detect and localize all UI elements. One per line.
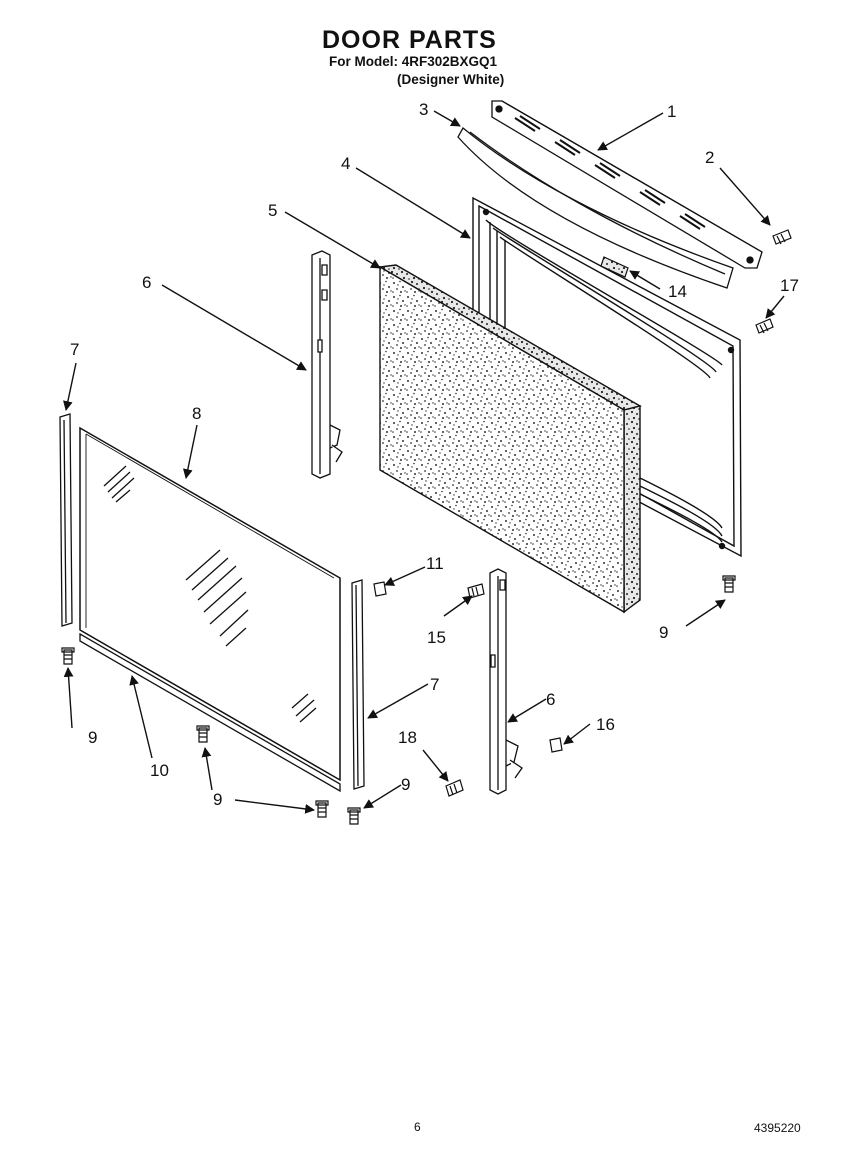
page-number: 6 — [414, 1120, 421, 1134]
document-number: 4395220 — [754, 1121, 801, 1135]
callout-11: 11 — [426, 554, 444, 573]
clip-part-11 — [373, 581, 387, 597]
callout-10: 10 — [150, 761, 169, 780]
screw-part-15 — [467, 583, 485, 599]
model-line: For Model: 4RF302BXGQ1 — [329, 54, 498, 69]
callout-18: 18 — [398, 728, 417, 747]
label-part-14 — [600, 256, 629, 278]
screw-part-17 — [755, 318, 774, 334]
callout-9-lower-right: 9 — [401, 775, 410, 794]
callout-9-left: 9 — [88, 728, 97, 747]
screw-part-2 — [772, 229, 792, 245]
callout-2: 2 — [705, 148, 714, 167]
vent-trim-part — [491, 100, 763, 269]
color-line: (Designer White) — [397, 72, 505, 87]
callout-3: 3 — [419, 100, 428, 119]
callout-9-right: 9 — [659, 623, 668, 642]
bottom-trim-part — [79, 632, 341, 793]
callout-7-left: 7 — [70, 340, 79, 359]
insulation-part — [377, 264, 642, 614]
callout-9-bottom: 9 — [213, 790, 222, 809]
clip-part-16 — [549, 737, 563, 753]
callout-6-upper: 6 — [142, 273, 151, 292]
door-handle-part — [457, 127, 734, 289]
callout-6-lower: 6 — [546, 690, 555, 709]
callout-5: 5 — [268, 201, 277, 220]
leader-lines — [63, 110, 785, 814]
callout-14: 14 — [668, 282, 687, 301]
glass-retainer-left-part — [59, 413, 73, 627]
callout-1: 1 — [667, 102, 676, 121]
page-title: DOOR PARTS — [322, 26, 497, 54]
screw-part-9 — [61, 575, 736, 825]
callout-15: 15 — [427, 628, 446, 647]
callout-8: 8 — [192, 404, 201, 423]
door-glass-part — [79, 426, 341, 782]
callout-4: 4 — [341, 154, 350, 173]
screw-part-18 — [445, 779, 464, 797]
callout-16: 16 — [596, 715, 615, 734]
hinge-bracket-lower-part — [489, 568, 523, 795]
hinge-bracket-upper-part — [311, 250, 343, 479]
glass-retainer-right-part — [351, 579, 365, 790]
callout-17: 17 — [780, 276, 799, 295]
callout-7-right: 7 — [430, 675, 439, 694]
inner-door-panel-part — [472, 196, 742, 558]
